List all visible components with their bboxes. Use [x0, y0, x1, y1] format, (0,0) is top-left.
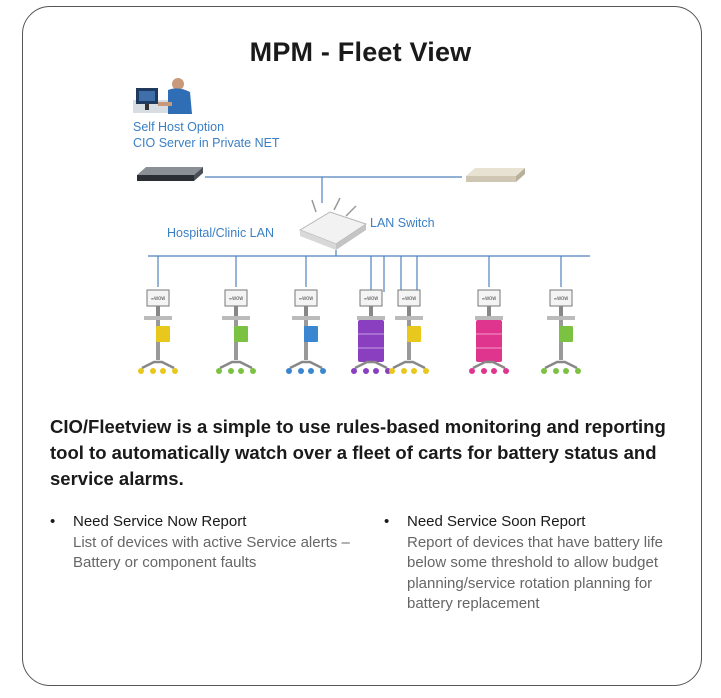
cio-server-icon: [137, 167, 203, 181]
cart-3: ≡WOW: [286, 289, 326, 374]
carts-group: ≡WOW ≡WOW ≡WOW ≡WOW ≡WOW ≡WOW ≡WOW: [138, 289, 581, 374]
page-title: MPM - Fleet View: [249, 37, 472, 67]
svg-text:≡WOW: ≡WOW: [299, 296, 313, 301]
cart-7: ≡WOW: [541, 289, 581, 374]
report-now-heading: Need Service Now Report: [73, 513, 247, 530]
cart-2: ≡WOW: [216, 289, 256, 374]
cart-drop-lines: [157, 256, 562, 292]
lan-label: Hospital/Clinic LAN: [167, 226, 274, 240]
svg-text:≡WOW: ≡WOW: [229, 296, 243, 301]
lan-switch-icon: [298, 197, 368, 250]
svg-text:≡WOW: ≡WOW: [402, 296, 416, 301]
cart-4: ≡WOW: [351, 289, 391, 374]
cart-6: ≡WOW: [469, 289, 509, 374]
switch-label: LAN Switch: [370, 216, 435, 230]
report-soon: • Need Service Soon Report Report of dev…: [384, 512, 684, 615]
bullet: •: [50, 513, 56, 530]
report-now-body: List of devices with active Service aler…: [73, 533, 350, 572]
svg-text:≡WOW: ≡WOW: [364, 296, 378, 301]
report-soon-body: Report of devices that have battery life…: [407, 533, 663, 613]
admin-person-icon: [133, 78, 192, 114]
headline-text: CIO/Fleetview is a simple to use rules-b…: [50, 416, 666, 489]
cart-5: ≡WOW: [389, 289, 429, 374]
svg-text:≡WOW: ≡WOW: [151, 296, 165, 301]
svg-text:≡WOW: ≡WOW: [482, 296, 496, 301]
self-host-label: Self Host Option: [133, 120, 224, 134]
svg-text:≡WOW: ≡WOW: [554, 296, 568, 301]
cio-server-label: CIO Server in Private NET: [133, 136, 280, 150]
report-now: • Need Service Now Report List of device…: [50, 512, 350, 574]
bullet: •: [384, 513, 390, 530]
network-diagram: Self Host Option CIO Server in Private N…: [133, 78, 590, 374]
server-icon: [466, 168, 525, 182]
cart-1: ≡WOW: [138, 289, 178, 374]
report-soon-heading: Need Service Soon Report: [407, 513, 586, 530]
